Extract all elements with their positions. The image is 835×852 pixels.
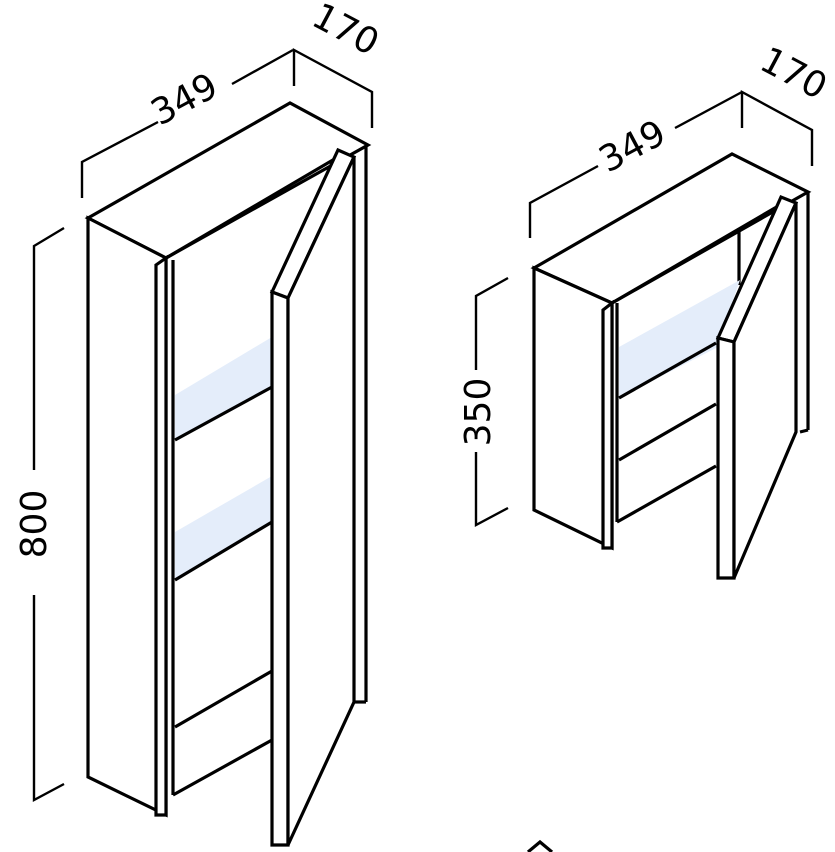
- tall-cabinet-shelf-1-edge: [174, 385, 273, 442]
- tall-depth-dim-line: [292, 47, 374, 128]
- tall-cabinet-shelf-2-edge: [174, 520, 273, 582]
- short-cabinet-glass-shelf: [619, 280, 740, 398]
- tall-height-dim-line-b: [32, 595, 65, 802]
- short-height-dim-line-a: [474, 276, 509, 370]
- short-width-dim-line-a: [528, 164, 599, 238]
- short-depth-dim-line: [740, 89, 814, 166]
- tall-cabinet-door-outer: [286, 156, 356, 846]
- tall-height-label: 800: [14, 490, 55, 559]
- short-cabinet-shelf-1-edge: [618, 341, 717, 400]
- tall-cabinet-glass-shelf-2: [175, 476, 272, 580]
- short-height-dim-line-b: [474, 452, 509, 527]
- tall-width-dim-line-a: [80, 120, 159, 198]
- short-width-dim-line-b: [674, 90, 743, 130]
- tall-cabinet-side-panel: [86, 215, 168, 818]
- short-cabinet-back-bottom: [799, 428, 809, 434]
- short-cabinet-side-panel-edge: [601, 299, 614, 550]
- tall-cabinet-shelf-3: [174, 669, 273, 729]
- short-depth-label: 170: [753, 40, 833, 108]
- short-width-label: 349: [593, 113, 673, 181]
- tall-depth-label: 170: [305, 0, 385, 64]
- short-cabinet-side-panel: [532, 265, 614, 551]
- short-height-label: 350: [458, 378, 499, 447]
- short-cabinet-door: [716, 335, 736, 580]
- tall-cabinet-side-panel-edge: [154, 254, 168, 817]
- tall-width-dim-line-b: [231, 48, 294, 86]
- tall-cabinet-door: [270, 289, 290, 847]
- short-cabinet-shelf-2: [618, 402, 717, 462]
- short-cabinet-door-outer: [732, 202, 798, 579]
- tall-cabinet-glass-shelf-1: [175, 337, 272, 440]
- tall-cabinet: [84, 101, 372, 847]
- short-cabinet-inner-top: [611, 203, 781, 305]
- short-cabinet-inner-bottom: [616, 464, 717, 524]
- tall-cabinet-inner-top: [165, 155, 339, 260]
- tall-height-dim-line-a: [32, 226, 65, 470]
- bottom-edge-mark: [526, 839, 554, 852]
- short-cabinet: [530, 152, 812, 580]
- tall-cabinet-inner-bottom: [172, 738, 273, 797]
